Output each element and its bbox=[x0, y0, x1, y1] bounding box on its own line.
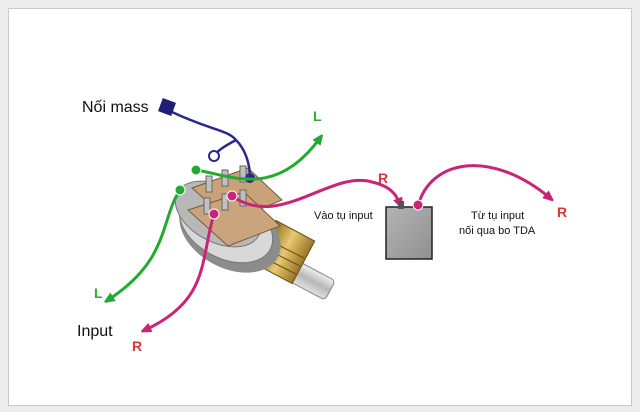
diagram-frame bbox=[8, 8, 632, 406]
right-channel-label-top: R bbox=[378, 170, 388, 186]
potentiometer bbox=[174, 165, 335, 300]
input-capacitor bbox=[385, 199, 433, 260]
right-channel-wires bbox=[145, 164, 550, 330]
ground-wire bbox=[158, 98, 255, 183]
ground-label: Nối mass bbox=[82, 99, 149, 116]
input-label: Input bbox=[77, 323, 113, 340]
into-capacitor-label: Vào tụ input bbox=[314, 210, 373, 222]
left-channel-label-top: L bbox=[313, 108, 322, 124]
right-channel-label-right: R bbox=[557, 204, 567, 220]
left-channel-wires bbox=[108, 138, 320, 300]
right-channel-label-bottom: R bbox=[132, 338, 142, 354]
pot-lugs bbox=[203, 165, 247, 215]
from-capacitor-label-line2: nối qua bo TDA bbox=[459, 225, 536, 237]
from-capacitor-label-line1: Từ tụ input bbox=[471, 210, 524, 222]
left-channel-label-bottom: L bbox=[94, 285, 103, 301]
